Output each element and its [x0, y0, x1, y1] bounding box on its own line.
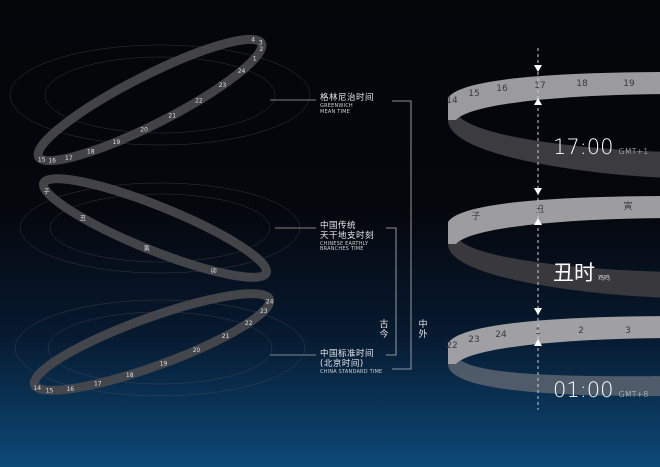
- gmt-ring-number: 23: [219, 82, 227, 89]
- ring2-sub: 鸡鸣: [598, 275, 611, 282]
- ring1-number: 14: [446, 96, 458, 106]
- ring1-band: [448, 72, 660, 120]
- ring3-number: 22: [446, 341, 457, 351]
- ring1-time-value: 17:00: [553, 135, 614, 159]
- ring2-mark: 子: [471, 211, 480, 222]
- orbit-line: [49, 193, 271, 263]
- ring1-zone: GMT+1: [618, 147, 649, 156]
- cst-ring-number: 17: [94, 381, 102, 388]
- gmt-ring-number: 17: [65, 155, 73, 162]
- gmt-label-cn: 格林尼治时间: [320, 93, 375, 103]
- arrow-down-icon: [534, 308, 542, 315]
- cst-ring-number: 21: [222, 333, 230, 340]
- gmt-ring-number: 15: [38, 156, 46, 163]
- right-rings: 141516171819子丑寅222324123: [446, 48, 660, 410]
- earthly-label-cn1: 中国传统: [320, 221, 357, 231]
- arrow-down-icon: [534, 188, 542, 195]
- arrow-up-icon: [534, 98, 542, 105]
- ring3-back: [448, 354, 660, 397]
- ring3-number: 3: [625, 326, 631, 336]
- ring2-mark: 丑: [535, 204, 544, 215]
- gmt-ring: [33, 34, 267, 166]
- ring3-zone: GMT+8: [618, 390, 649, 399]
- earthly-label-cn2: 天干地支时刻: [320, 230, 375, 241]
- gmt-label-en1: GREENWICH: [320, 102, 353, 109]
- cst-ring-number: 14: [33, 385, 41, 392]
- gmt-label-en2: MEAN TIME: [320, 108, 351, 115]
- gmt-ring-number: 22: [195, 97, 203, 104]
- gmt-ring-number: 21: [168, 112, 176, 119]
- ring1-back: [448, 110, 660, 178]
- earthly-label-en2: BRANCHES TIME: [320, 246, 364, 253]
- ring3-band: [448, 316, 660, 364]
- ring3-number: 24: [495, 330, 507, 340]
- bracket-outer-label: 中外: [418, 320, 428, 340]
- cst-ring-number: 24: [266, 299, 274, 306]
- orbit-line: [14, 299, 306, 397]
- arrow-up-icon: [534, 339, 542, 346]
- cst-ring-number: 19: [160, 360, 168, 367]
- bracket-inner-label: 古今: [379, 320, 389, 340]
- ring1-number: 18: [576, 79, 588, 89]
- earthly-label-en1: CHINESE EARTHLY: [320, 240, 369, 247]
- earthly-ring-mark: 寅: [144, 244, 150, 252]
- orbit-line: [9, 44, 311, 146]
- ring2-mark: 寅: [623, 200, 632, 212]
- ring3-number: 23: [468, 335, 479, 345]
- gmt-ring-number: 1: [253, 56, 257, 63]
- earthly-label: 中国传统 天干地支时刻 CHINESE EARTHLY BRANCHES TIM…: [320, 221, 375, 253]
- earthly-ring-mark: 子: [44, 189, 50, 196]
- ring1-number: 19: [623, 79, 635, 89]
- cst-label: 中国标准时间 (北京时间) CHINA STANDARD TIME: [320, 349, 383, 375]
- gmt-ring-number: 4: [251, 36, 255, 43]
- arrow-up-icon: [534, 218, 542, 225]
- cst-ring-number: 16: [66, 386, 74, 393]
- gmt-ring-number: 18: [87, 149, 95, 156]
- cst-ring: [29, 289, 275, 395]
- cst-ring-number: 18: [126, 372, 134, 379]
- gmt-ring-number: 24: [238, 68, 246, 75]
- ring2-band: [448, 196, 660, 244]
- gmt-ring-number: 19: [113, 139, 121, 146]
- gmt-ring-number: 16: [48, 158, 56, 165]
- inner-bracket: [386, 227, 397, 356]
- ring2-back: [448, 234, 660, 298]
- ring2-time-value: 丑时: [553, 261, 595, 285]
- orbit-line: [44, 56, 276, 134]
- arrow-down-icon: [534, 65, 542, 72]
- cst-label-cn1: 中国标准时间: [320, 349, 375, 359]
- cst-ring-number: 23: [260, 308, 268, 315]
- cst-label-cn2: (北京时间): [320, 358, 364, 369]
- earthly-ring-mark: 丑: [80, 215, 86, 222]
- ring1-number: 15: [468, 89, 479, 99]
- ring3-time-value: 01:00: [553, 378, 614, 402]
- cst-ring-number: 22: [245, 320, 253, 327]
- gmt-ring-number: 3: [259, 39, 263, 46]
- gmt-label: 格林尼治时间 GREENWICH MEAN TIME: [320, 93, 375, 115]
- earthly-ring: [38, 174, 272, 282]
- gmt-ring-number: 2: [259, 46, 263, 53]
- ring1-number: 16: [496, 84, 508, 94]
- ring2-time: 丑时鸡鸣: [553, 257, 610, 287]
- ring3-number: 2: [578, 326, 584, 336]
- cst-ring-number: 15: [46, 387, 54, 394]
- ring1-number: 17: [534, 81, 545, 91]
- cst-label-en: CHINA STANDARD TIME: [320, 368, 383, 375]
- gmt-ring-number: 20: [140, 127, 148, 134]
- outer-bracket: [392, 100, 412, 370]
- earthly-ring-mark: 卯: [211, 267, 217, 275]
- cst-ring-number: 20: [193, 347, 201, 354]
